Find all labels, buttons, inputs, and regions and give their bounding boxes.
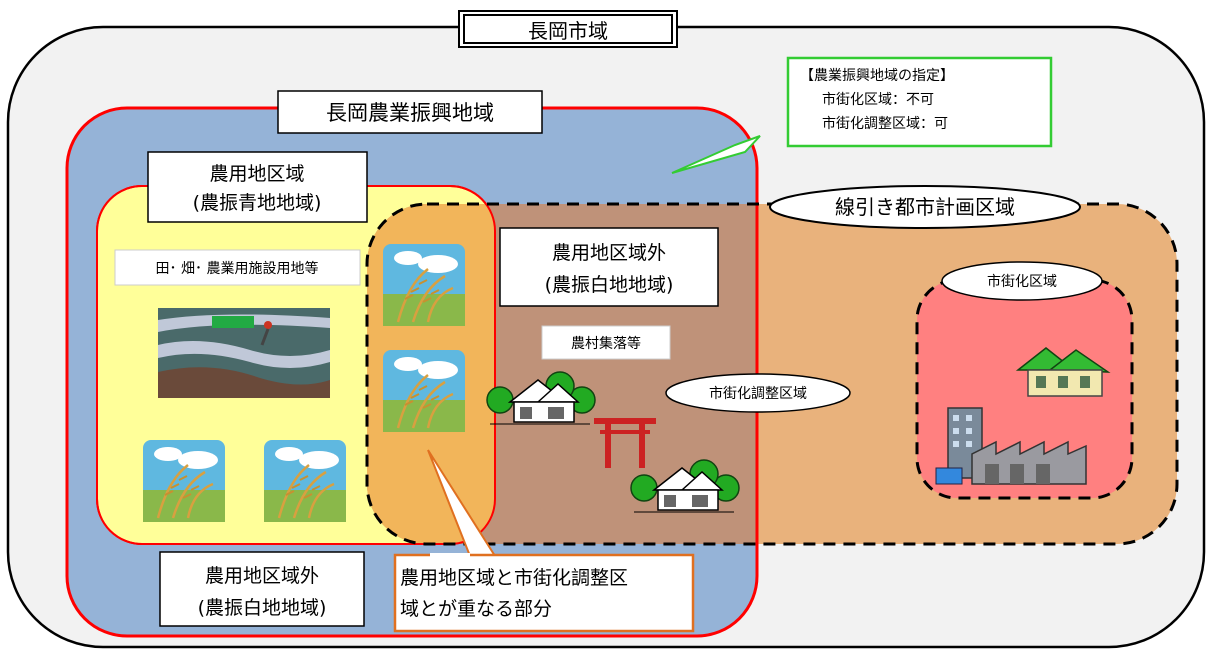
agri-land-label-box xyxy=(147,151,368,223)
planning-area-oval xyxy=(769,185,1081,229)
city-title-box xyxy=(458,10,678,48)
village-label: 農村集落等 xyxy=(571,335,641,352)
rice-field-icon xyxy=(381,242,467,328)
urbanization-area-label: 市街化区域 xyxy=(987,273,1057,290)
rice-field-icon xyxy=(141,438,227,524)
agri-land-label-1: 農用地区域 xyxy=(209,163,304,185)
urbanization-control-label: 市街化調整区域 xyxy=(709,385,807,402)
uses-label-box xyxy=(114,249,361,286)
city-title: 長岡市域 xyxy=(528,19,608,43)
rice-field-icon xyxy=(381,348,467,434)
designation-line-2: 市街化調整区域：可 xyxy=(822,115,948,132)
designation-line-1: 市街化区域：不可 xyxy=(822,91,934,108)
designation-callout xyxy=(786,56,1053,148)
outside-agri-label-bottom-2: (農振白地地域) xyxy=(198,597,327,619)
designation-heading: 【農業振興地域の指定】 xyxy=(800,68,954,84)
torii-gate-icon xyxy=(594,418,656,468)
outside-agri-label-box-bottom xyxy=(159,551,365,627)
urbanization-area-oval xyxy=(941,261,1103,301)
overlap-callout xyxy=(393,553,695,633)
rice-field-icon xyxy=(262,438,348,524)
planning-area-label: 線引き都市計画区域 xyxy=(835,195,1015,219)
outside-agri-label-top-1: 農用地区域外 xyxy=(552,242,666,264)
overlap-callout-line-2: 域とが重なる部分 xyxy=(400,598,552,620)
outside-agri-label-top-2: (農振白地地域) xyxy=(545,274,674,296)
urban-house-icon xyxy=(1015,347,1111,397)
village-label-box xyxy=(541,325,671,360)
agri-land-label-2: (農振青地地域) xyxy=(193,192,322,214)
outside-agri-label-box-top xyxy=(499,227,719,307)
urbanization-control-oval xyxy=(665,373,851,413)
uses-label: 田･ 畑･ 農業用施設用地等 xyxy=(156,260,319,277)
overlap-callout-line-1: 農用地区域と市街化調整区 xyxy=(400,567,628,589)
promotion-area-label: 長岡農業振興地域 xyxy=(326,101,494,125)
terraced-field-icon xyxy=(158,308,330,398)
designation-callout-tail xyxy=(671,135,761,174)
promotion-label-box xyxy=(277,90,543,134)
factory-building-icon xyxy=(935,407,1087,485)
outside-agri-label-bottom-1: 農用地区域外 xyxy=(205,565,319,587)
